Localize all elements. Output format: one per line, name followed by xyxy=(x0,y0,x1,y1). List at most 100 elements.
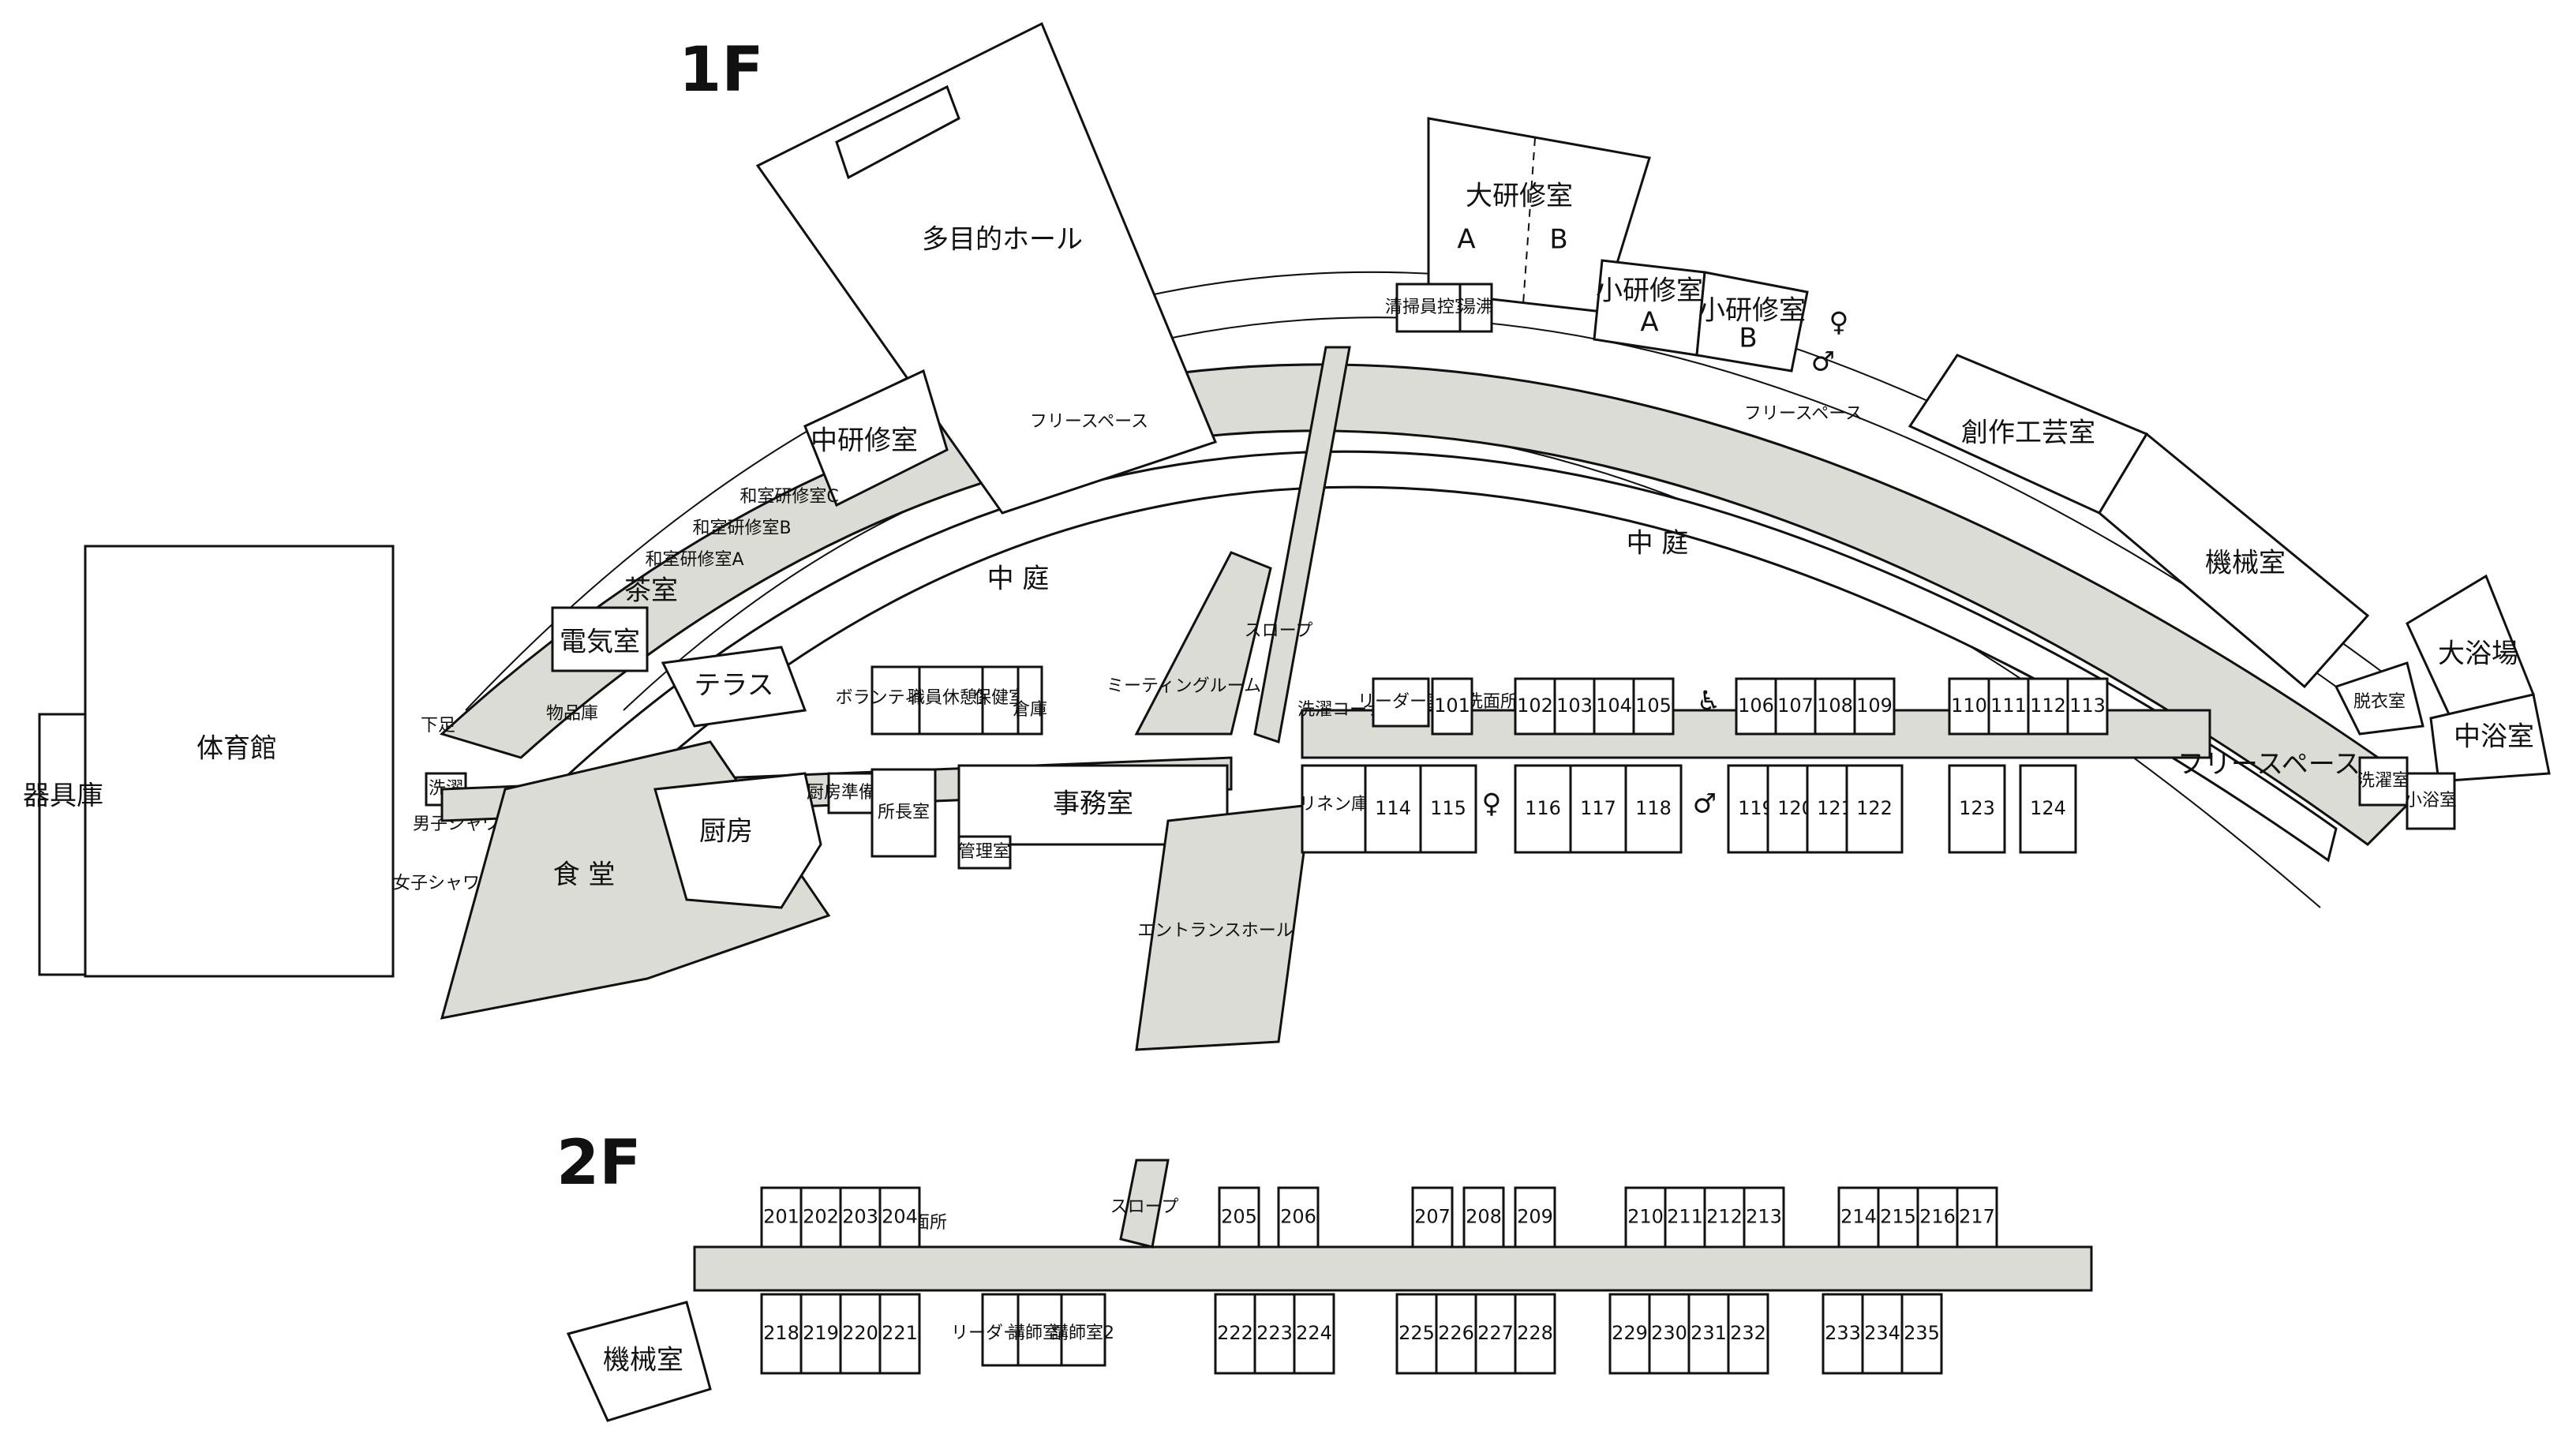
japanese-room-a-label: 和室研修室A xyxy=(645,550,743,570)
slope-1f xyxy=(1253,346,1351,743)
room-204 xyxy=(878,1186,921,1249)
room-103 xyxy=(1553,677,1596,736)
machine-label-1f: 機械室 xyxy=(2205,548,2286,579)
small-bath xyxy=(2406,772,2456,830)
meeting-label: ミーティングルーム xyxy=(1106,676,1261,696)
small-seminar-b-label: 小研修室 xyxy=(1698,295,1806,327)
room-number-226: 226 xyxy=(1438,1322,1474,1344)
slope-1f-label: スロープ xyxy=(1245,621,1313,641)
room-218 xyxy=(760,1293,803,1375)
room-101 xyxy=(1431,677,1473,736)
japanese-room-b-label: 和室研修室B xyxy=(692,519,791,538)
entrance-label: エントランスホール xyxy=(1137,921,1294,941)
health-room xyxy=(981,665,1020,736)
room-111 xyxy=(1987,677,2030,736)
room-number-102: 102 xyxy=(1517,695,1553,717)
staff-rest-label: 職員休憩室 xyxy=(908,688,994,708)
floor-title-1f: 1F xyxy=(679,35,764,106)
mid-seminar-label: 中研修室 xyxy=(811,425,918,457)
kitchen xyxy=(653,772,822,909)
small-seminar-a-sub: A xyxy=(1640,307,1658,339)
lecturer-room-1 xyxy=(1017,1293,1063,1367)
room-110 xyxy=(1948,677,1990,736)
room-number-109: 109 xyxy=(1856,695,1893,717)
room-number-214: 214 xyxy=(1840,1206,1877,1228)
hall-annex xyxy=(835,84,960,180)
room-number-204: 204 xyxy=(882,1206,918,1228)
kettle-label: 湯沸 xyxy=(1458,298,1493,317)
big-bath-label: 大浴場 xyxy=(2438,638,2518,670)
room-number-215: 215 xyxy=(1880,1206,1916,1228)
management-label: 管理室 xyxy=(958,842,1010,862)
director-room xyxy=(871,768,937,858)
womens-restroom-icon: ♀ xyxy=(1829,307,1849,339)
room-number-225: 225 xyxy=(1398,1322,1435,1344)
leader-label: リーダー室 xyxy=(1357,692,1444,712)
tea-room-label: 茶室 xyxy=(624,575,678,607)
mens-restroom-icon: ♂ xyxy=(1811,346,1835,378)
big-seminar-label: 大研修室 xyxy=(1466,181,1573,212)
room-number-228: 228 xyxy=(1517,1322,1553,1344)
room-number-207: 207 xyxy=(1414,1206,1451,1228)
geta-label: 下足 xyxy=(421,716,455,736)
staff-rest-room xyxy=(918,665,984,736)
room-number-213: 213 xyxy=(1746,1206,1782,1228)
storage-room-2 xyxy=(1017,665,1043,736)
room-number-111: 111 xyxy=(1990,695,2027,717)
room-226 xyxy=(1435,1293,1477,1375)
floor2-corridor xyxy=(693,1245,2093,1292)
electric-label: 電気室 xyxy=(560,627,640,658)
free-space-right-label: フリースペース xyxy=(2177,749,2361,781)
room-number-202: 202 xyxy=(803,1206,839,1228)
room-216 xyxy=(1916,1186,1959,1249)
terrace xyxy=(661,646,807,728)
room-104 xyxy=(1593,677,1635,736)
room-217 xyxy=(1956,1186,1998,1249)
room-number-103: 103 xyxy=(1556,695,1593,717)
room-105 xyxy=(1632,677,1675,736)
room-109 xyxy=(1853,677,1896,736)
terrace-label: テラス xyxy=(694,670,773,702)
room-208 xyxy=(1462,1186,1505,1249)
room-number-219: 219 xyxy=(803,1322,839,1344)
room-227 xyxy=(1474,1293,1517,1375)
small-seminar-b-sub: B xyxy=(1739,323,1757,354)
room-number-232: 232 xyxy=(1730,1322,1766,1344)
room-207 xyxy=(1411,1186,1454,1249)
slope-2f-label: スロープ xyxy=(1110,1197,1179,1217)
room-118 xyxy=(1624,764,1683,854)
room-number-114: 114 xyxy=(1375,797,1411,819)
storage2-label: 倉庫 xyxy=(1013,700,1047,720)
room-213 xyxy=(1743,1186,1785,1249)
courtyard-right-label: 中 庭 xyxy=(1627,528,1689,560)
room-number-227: 227 xyxy=(1477,1322,1514,1344)
room-232 xyxy=(1727,1293,1769,1375)
room-219 xyxy=(799,1293,842,1375)
room-number-110: 110 xyxy=(1951,695,1987,717)
room-number-230: 230 xyxy=(1651,1322,1687,1344)
mid-bath xyxy=(2429,693,2551,783)
kitchen-label: 厨房 xyxy=(699,816,753,848)
big-seminar-a-label: A xyxy=(1457,224,1475,256)
japanese-room-c-label: 和室研修室C xyxy=(739,487,838,507)
gymnasium xyxy=(84,545,395,978)
mid-seminar-room xyxy=(803,369,949,507)
machine-room-1f xyxy=(2098,432,2370,689)
room-number-218: 218 xyxy=(763,1322,799,1344)
room-221 xyxy=(878,1293,921,1375)
lecturer2-label: 講師室2 xyxy=(1051,1324,1114,1343)
undress-room xyxy=(2334,661,2424,736)
office xyxy=(957,764,1229,846)
room-229 xyxy=(1608,1293,1651,1375)
electric-room xyxy=(551,606,649,672)
washroom-label-1f: 洗面所 xyxy=(1466,692,1518,712)
small-seminar-b xyxy=(1695,271,1809,373)
linen-label: リネン庫 xyxy=(1299,795,1368,814)
courtyard-left-label: 中 庭 xyxy=(987,564,1050,595)
undress-label: 脱衣室 xyxy=(2353,692,2406,712)
room-number-216: 216 xyxy=(1919,1206,1956,1228)
room-205 xyxy=(1218,1186,1260,1249)
big-seminar-b-label: B xyxy=(1549,224,1567,256)
room-122 xyxy=(1845,764,1904,854)
